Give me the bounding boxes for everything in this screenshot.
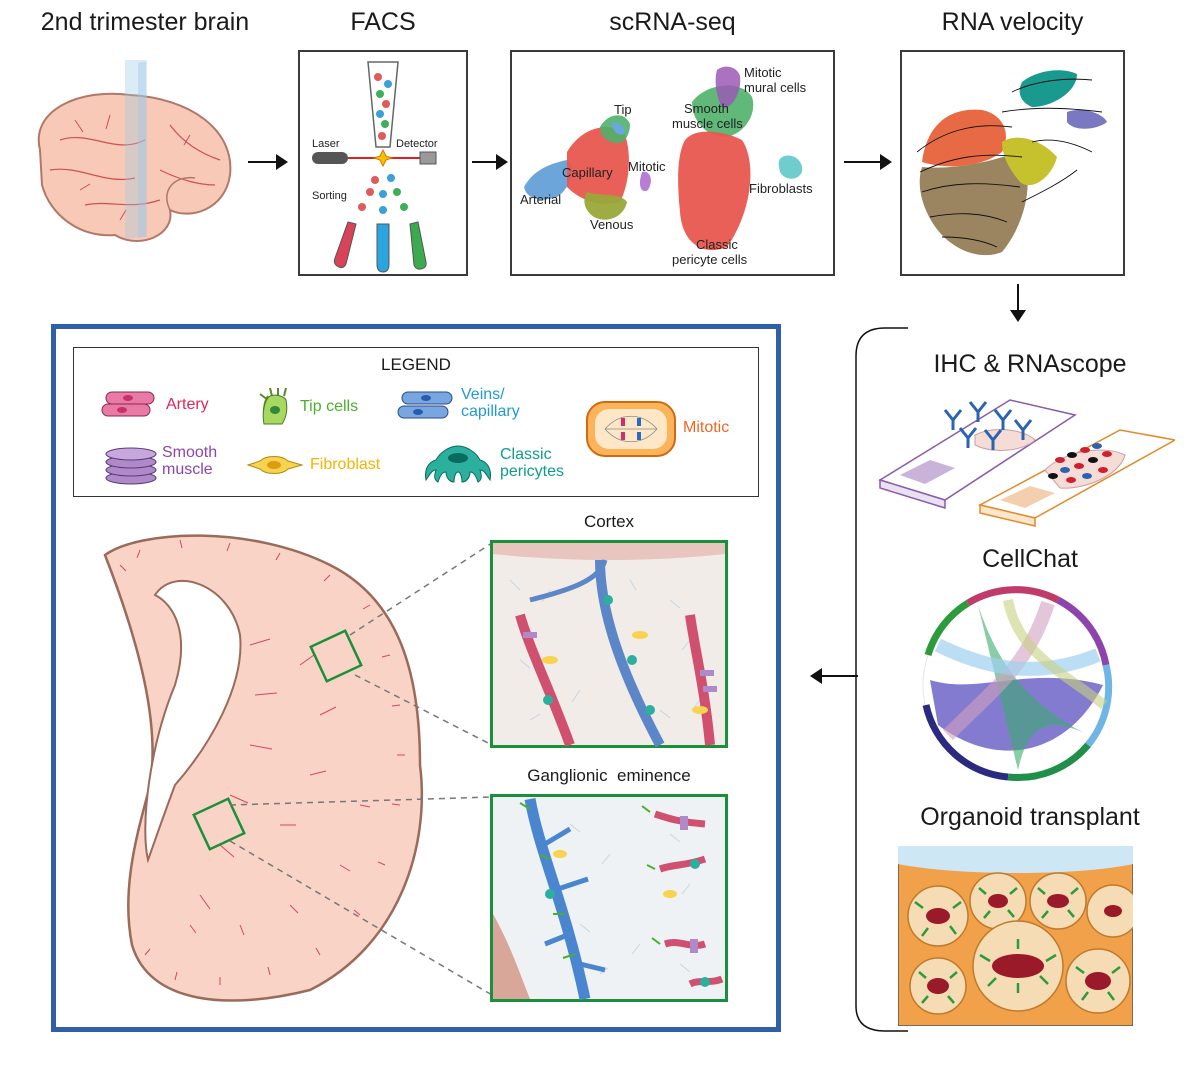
fetal-brain-illustration	[37, 60, 232, 242]
velocity-stream-plot	[916, 70, 1107, 256]
legend-fibroblast: Fibroblast	[310, 456, 381, 473]
ganglionic-eminence-inset	[490, 794, 728, 1002]
legend-classic-2: pericytes	[500, 463, 565, 480]
cluster-capillary: Capillary	[562, 165, 613, 180]
cluster-classic-2: pericyte cells	[672, 252, 748, 267]
cluster-mitotic-mural-1: Mitotic	[744, 65, 782, 80]
cluster-fibroblasts: Fibroblasts	[749, 181, 813, 196]
ge-label: Ganglionic eminence	[527, 766, 691, 785]
cluster-mitotic-mural-2: mural cells	[744, 80, 807, 95]
legend-tip: Tip cells	[300, 398, 359, 415]
mitotic-cell-icon	[586, 401, 676, 457]
facs-diagram	[312, 61, 437, 273]
cluster-arterial: Arterial	[520, 192, 562, 207]
vein-capillary-icon	[397, 391, 453, 419]
classic-pericyte-icon	[425, 445, 491, 483]
scrna-title: scRNA-seq	[609, 8, 736, 36]
laser-label: Laser	[312, 138, 340, 150]
cellchat-title: CellChat	[982, 545, 1078, 573]
cluster-venous: Venous	[590, 217, 634, 232]
arrow-right-2	[472, 154, 508, 170]
artery-icon	[101, 391, 155, 417]
organoid-transplant-illustration	[898, 846, 1133, 1026]
facs-title: FACS	[350, 8, 416, 36]
cluster-tip: Tip	[614, 102, 632, 117]
arrow-down	[1010, 284, 1026, 322]
legend-mitotic: Mitotic	[683, 419, 730, 436]
legend-title: LEGEND	[381, 355, 451, 374]
umap-plot	[524, 66, 803, 251]
brain-title: 2nd trimester brain	[40, 8, 250, 36]
organoid-title: Organoid transplant	[920, 803, 1140, 831]
smooth-muscle-icon	[105, 447, 157, 485]
cluster-smooth-2: muscle cells	[672, 116, 743, 131]
detector-label: Detector	[396, 138, 438, 150]
legend-veins-1: Veins/	[461, 386, 505, 403]
arrow-right-1	[248, 154, 288, 170]
arrow-left	[810, 668, 858, 684]
cluster-classic-1: Classic	[696, 237, 738, 252]
arrow-right-3	[844, 154, 892, 170]
legend-classic-1: Classic	[500, 446, 552, 463]
brain-section-illustration	[103, 534, 493, 1002]
cortex-inset	[490, 540, 728, 748]
ihc-slides-illustration	[878, 399, 1175, 527]
cortex-label: Cortex	[583, 512, 635, 531]
scrna-umap-panel: Tip Capillary Arterial Venous Mitotic Sm…	[510, 50, 835, 276]
velocity-title: RNA velocity	[941, 8, 1084, 36]
velocity-panel	[900, 50, 1125, 276]
legend-veins-2: capillary	[461, 403, 520, 420]
legend-smooth-2: muscle	[162, 461, 213, 478]
legend-artery: Artery	[166, 396, 209, 413]
legend-box	[73, 347, 759, 497]
facs-panel: Laser Detector Sorting	[298, 50, 468, 276]
legend-smooth-1: Smooth	[162, 444, 218, 461]
sorting-label: Sorting	[312, 190, 347, 202]
cellchat-chord-diagram	[922, 586, 1113, 781]
ihc-title: IHC & RNAscope	[933, 350, 1127, 378]
tip-cell-icon	[259, 387, 288, 425]
fibroblast-icon	[246, 456, 304, 474]
validation-bracket	[855, 327, 908, 1032]
cluster-smooth-1: Smooth	[684, 101, 729, 116]
cluster-mitotic: Mitotic	[628, 159, 666, 174]
